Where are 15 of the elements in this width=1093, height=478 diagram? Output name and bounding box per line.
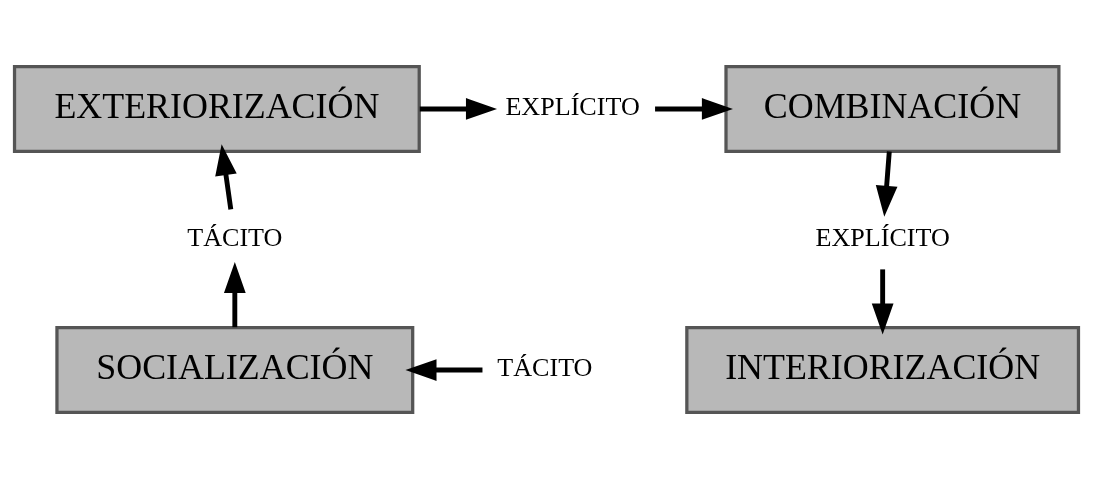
arrow (419, 97, 498, 120)
arrow (655, 97, 733, 120)
node-box: EXTERIORIZACIÓN (12, 64, 421, 153)
node-text: EXPLÍCITO (505, 91, 640, 121)
node-text: TÁCITO (497, 352, 593, 382)
arrow (215, 143, 237, 210)
node-text: TÁCITO (187, 222, 283, 252)
node-text: EXPLÍCITO (815, 222, 950, 252)
arrow (871, 268, 894, 335)
node-box: SOCIALIZACIÓN (55, 325, 415, 414)
node-box: COMBINACIÓN (724, 64, 1061, 153)
node-box: INTERIORIZACIÓN (685, 325, 1081, 414)
arrow (875, 150, 898, 217)
arrow (405, 358, 483, 381)
arrow (223, 261, 246, 327)
